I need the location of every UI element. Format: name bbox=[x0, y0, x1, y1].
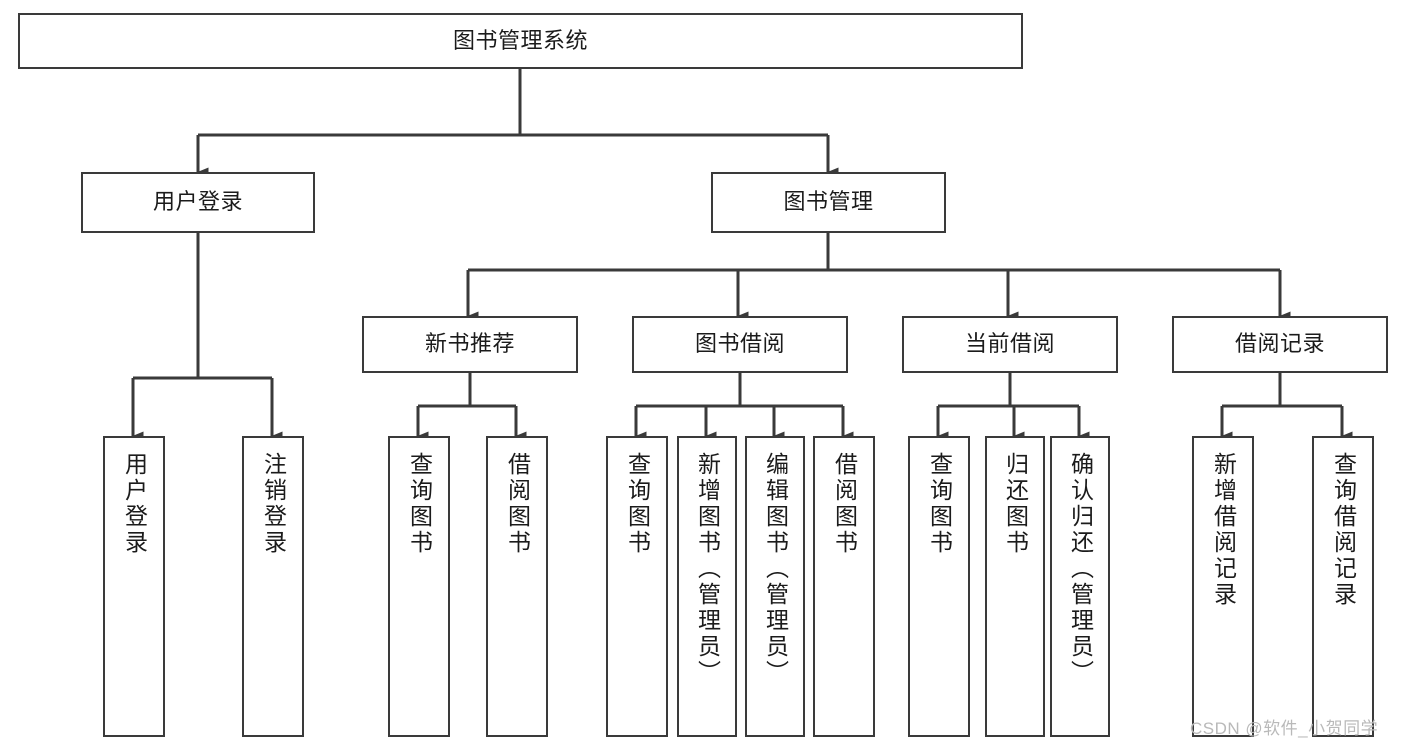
node-label-leaf-borrow-book: 借阅图书 bbox=[831, 452, 858, 556]
node-label-current-borrow: 当前借阅 bbox=[964, 331, 1055, 357]
node-label-book-manage: 图书管理 bbox=[783, 189, 874, 215]
node-label-leaf-query-book-current: 查询图书 bbox=[926, 452, 953, 556]
node-leaf-borrow-book-recommend[interactable]: 借阅图书 bbox=[486, 436, 548, 737]
node-new-book-recommend[interactable]: 新书推荐 bbox=[362, 316, 578, 373]
node-leaf-query-book-borrow[interactable]: 查询图书 bbox=[606, 436, 668, 737]
node-label-leaf-query-borrow-record: 查询借阅记录 bbox=[1330, 452, 1357, 608]
node-leaf-logout[interactable]: 注销登录 bbox=[242, 436, 304, 737]
node-user-login[interactable]: 用户登录 bbox=[81, 172, 315, 233]
node-label-borrow-record: 借阅记录 bbox=[1234, 331, 1325, 357]
node-borrow-record[interactable]: 借阅记录 bbox=[1172, 316, 1388, 373]
connector-layer bbox=[131, 69, 1353, 441]
node-leaf-query-borrow-record[interactable]: 查询借阅记录 bbox=[1312, 436, 1374, 737]
node-label-leaf-borrow-book-recommend: 借阅图书 bbox=[504, 452, 531, 556]
node-leaf-edit-book-admin[interactable]: 编辑图书（管理员） bbox=[745, 436, 805, 737]
conn-borrow-record bbox=[1220, 373, 1353, 441]
node-label-leaf-edit-book-admin: 编辑图书（管理员） bbox=[762, 452, 789, 686]
node-leaf-user-login[interactable]: 用户登录 bbox=[103, 436, 165, 737]
node-leaf-query-book-current[interactable]: 查询图书 bbox=[908, 436, 970, 737]
node-label-leaf-add-borrow-record: 新增借阅记录 bbox=[1210, 452, 1237, 608]
node-label-user-login: 用户登录 bbox=[152, 189, 243, 215]
conn-book-borrow bbox=[634, 373, 854, 441]
node-book-borrow[interactable]: 图书借阅 bbox=[632, 316, 848, 373]
node-label-leaf-query-book-borrow: 查询图书 bbox=[624, 452, 651, 556]
node-label-leaf-user-login: 用户登录 bbox=[121, 452, 148, 556]
node-leaf-borrow-book[interactable]: 借阅图书 bbox=[813, 436, 875, 737]
node-current-borrow[interactable]: 当前借阅 bbox=[902, 316, 1118, 373]
conn-current-borrow bbox=[936, 373, 1090, 441]
node-leaf-confirm-return-admin[interactable]: 确认归还（管理员） bbox=[1050, 436, 1110, 737]
node-label-book-borrow: 图书借阅 bbox=[694, 331, 785, 357]
node-label-root: 图书管理系统 bbox=[452, 27, 588, 53]
node-label-leaf-return-book: 归还图书 bbox=[1002, 452, 1029, 556]
conn-new-book bbox=[416, 373, 527, 441]
conn-book-manage bbox=[466, 233, 1291, 321]
node-label-leaf-add-book-admin: 新增图书（管理员） bbox=[694, 452, 721, 686]
node-label-leaf-logout: 注销登录 bbox=[260, 452, 287, 556]
node-label-leaf-confirm-return-admin: 确认归还（管理员） bbox=[1067, 452, 1094, 686]
node-leaf-add-book-admin[interactable]: 新增图书（管理员） bbox=[677, 436, 737, 737]
node-leaf-return-book[interactable]: 归还图书 bbox=[985, 436, 1045, 737]
node-book-manage[interactable]: 图书管理 bbox=[711, 172, 946, 233]
watermark-label: CSDN @软件_小贺同学 bbox=[1190, 719, 1379, 738]
conn-root bbox=[196, 69, 839, 177]
conn-user-login bbox=[131, 233, 283, 441]
node-root[interactable]: 图书管理系统 bbox=[18, 13, 1023, 69]
node-label-new-book-recommend: 新书推荐 bbox=[424, 331, 515, 357]
node-leaf-query-book-recommend[interactable]: 查询图书 bbox=[388, 436, 450, 737]
node-leaf-add-borrow-record[interactable]: 新增借阅记录 bbox=[1192, 436, 1254, 737]
node-label-leaf-query-book-recommend: 查询图书 bbox=[406, 452, 433, 556]
